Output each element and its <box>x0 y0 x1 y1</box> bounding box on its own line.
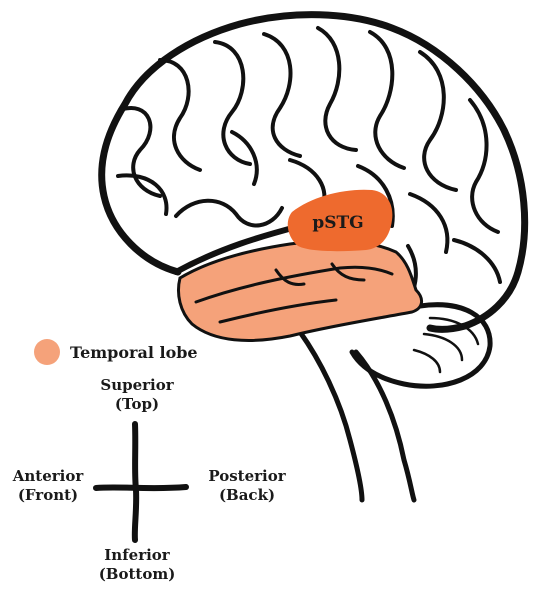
brainstem-outline <box>297 329 417 503</box>
cerebellum-outline <box>349 302 493 389</box>
legend-swatch <box>34 339 60 365</box>
pstg-label: pSTG <box>312 213 363 233</box>
superior-sublabel: (Top) <box>115 395 159 413</box>
brain-outline <box>98 11 529 333</box>
posterior-sublabel: (Back) <box>219 486 275 504</box>
pstg-region <box>287 189 393 252</box>
anterior-label: Anterior <box>12 467 85 485</box>
cerebellum-folia <box>412 316 480 374</box>
inferior-sublabel: (Bottom) <box>99 565 176 583</box>
temporal-lobe-region <box>177 239 423 342</box>
posterior-label: Posterior <box>208 467 286 485</box>
inferior-label: Inferior <box>104 546 171 564</box>
anterior-sublabel: (Front) <box>18 486 78 504</box>
superior-label: Superior <box>100 376 174 394</box>
legend-label: Temporal lobe <box>70 343 198 362</box>
orientation-cross <box>93 421 189 543</box>
temporal-lobe-sulci <box>194 262 394 324</box>
